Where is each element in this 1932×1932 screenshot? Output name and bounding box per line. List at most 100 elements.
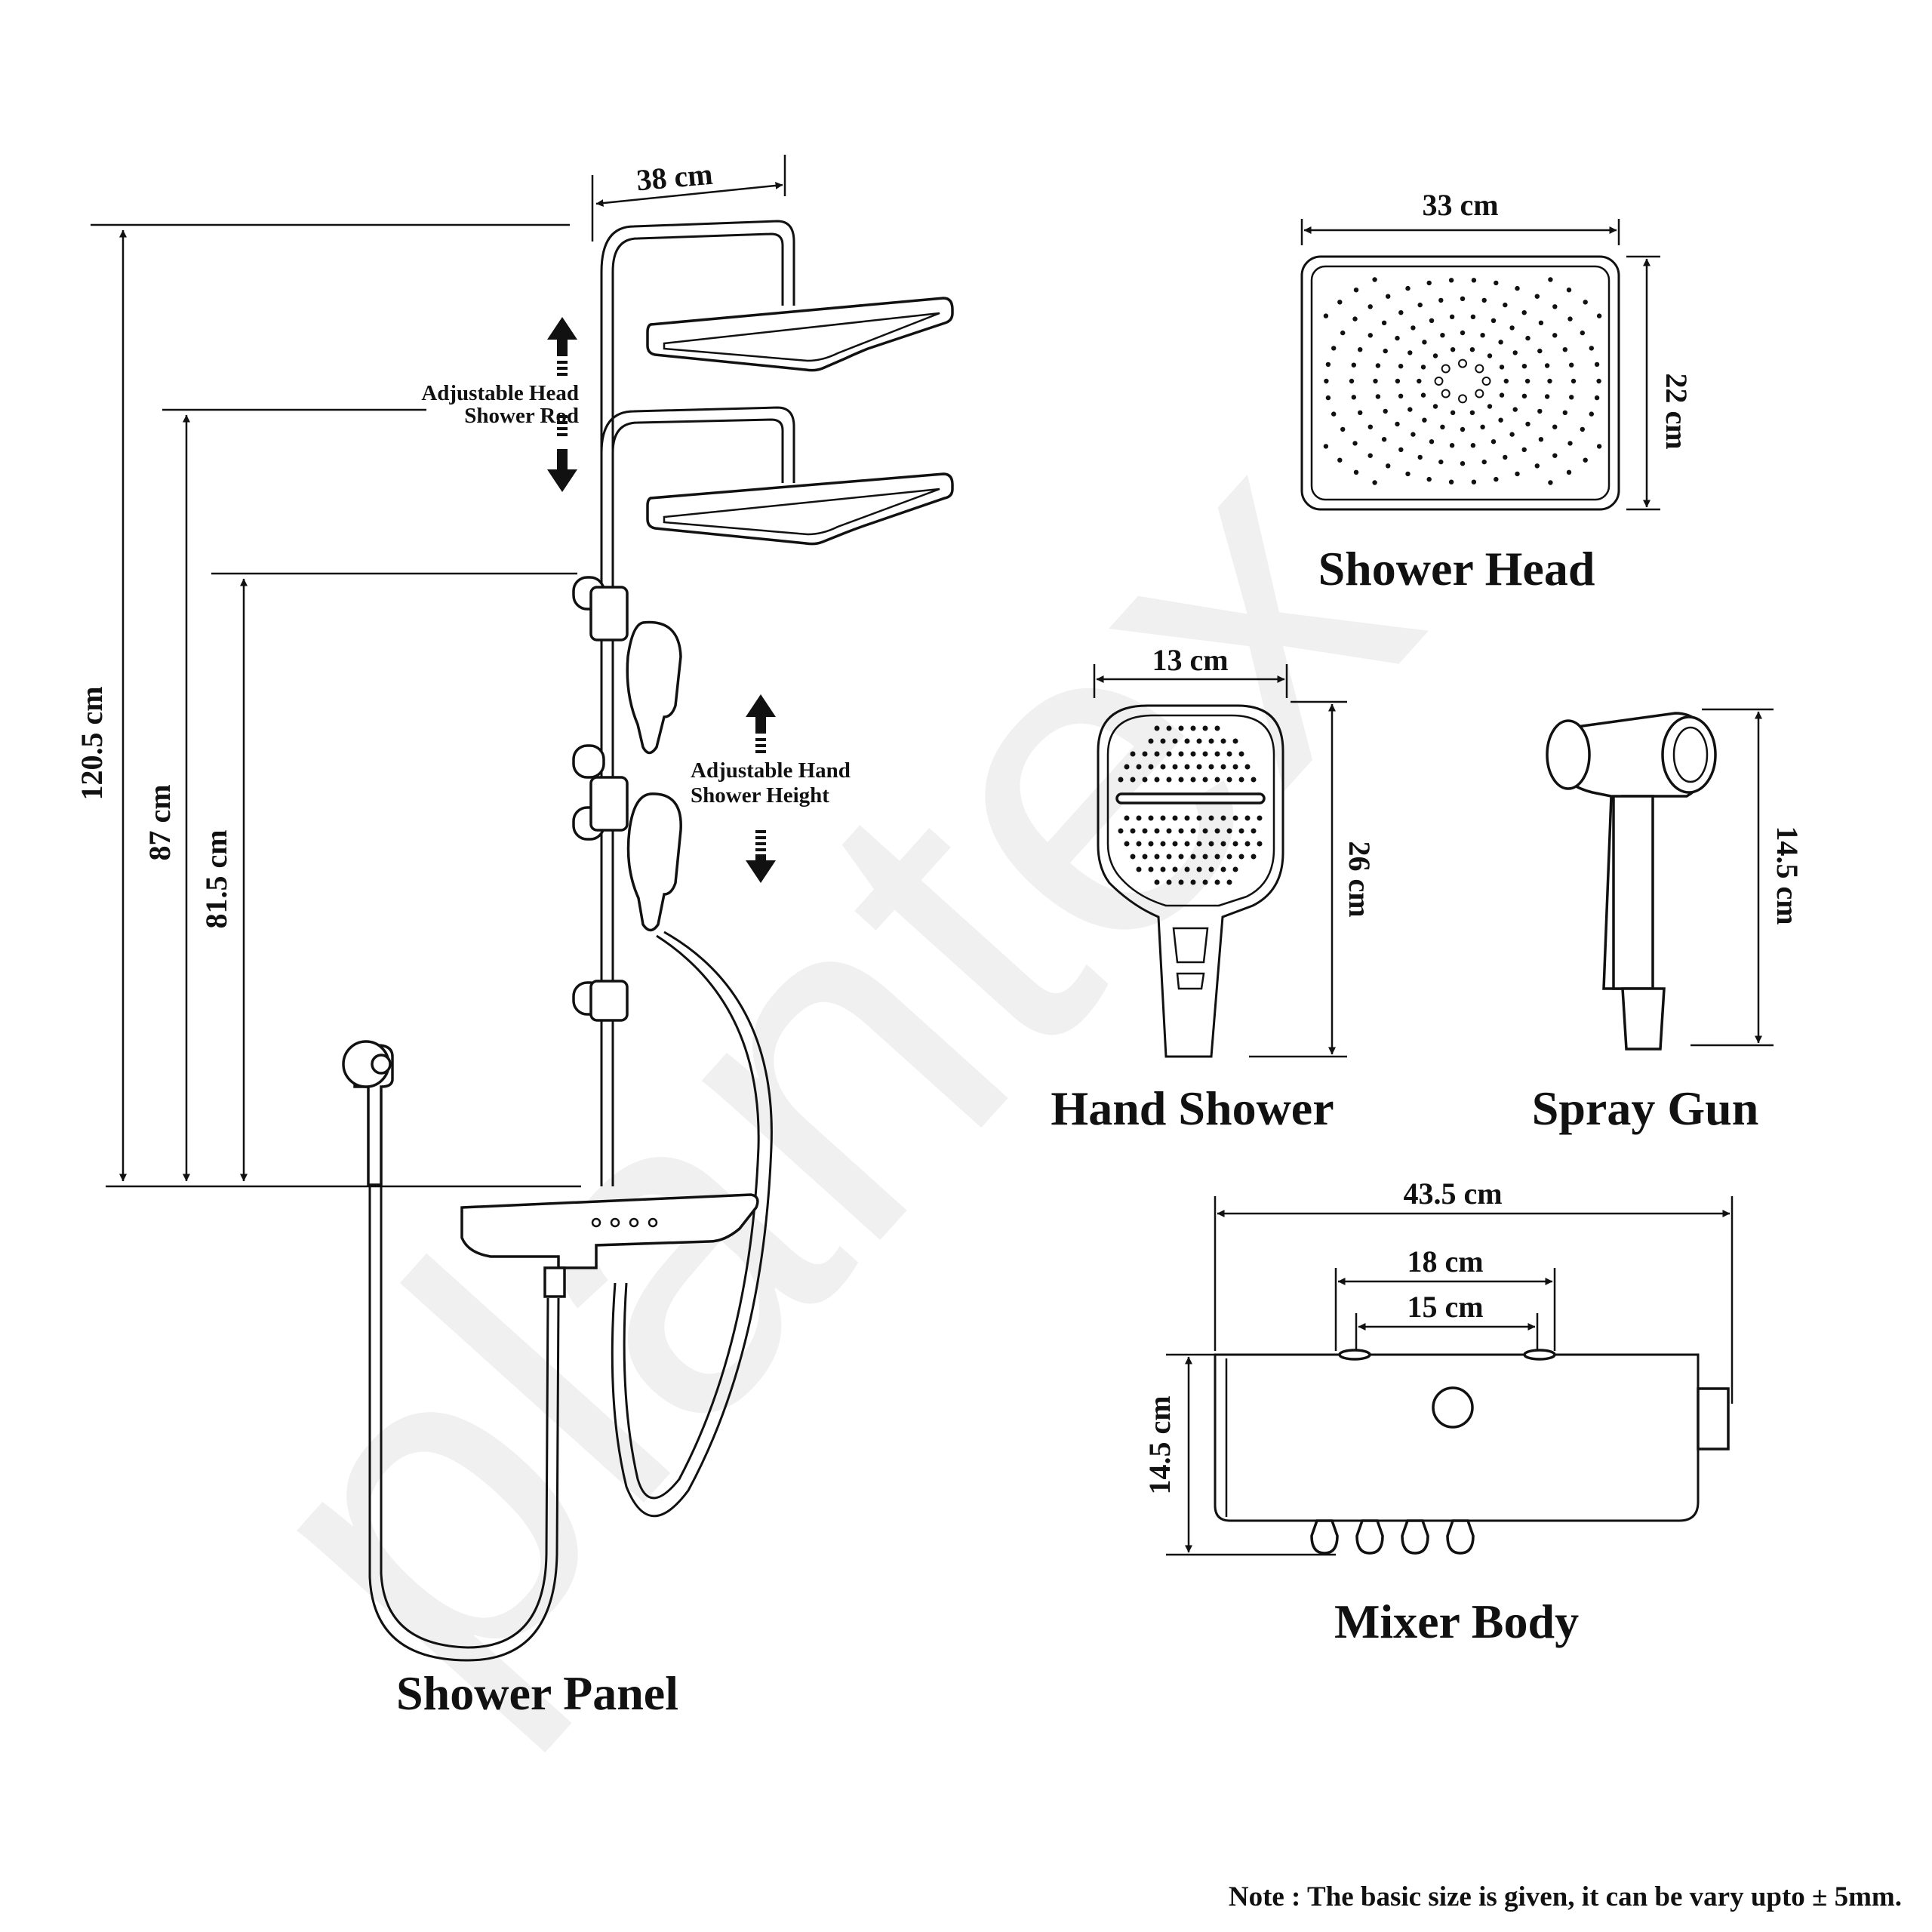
nozzle-dot <box>1552 304 1558 309</box>
nozzle-dot <box>1420 392 1426 398</box>
shower-head-width-label: 33 cm <box>1422 188 1498 222</box>
nozzle-dot <box>1395 378 1401 384</box>
panel-low-height-label: 81.5 cm <box>199 829 233 928</box>
nozzle-dot <box>1251 777 1257 783</box>
nozzle-dot <box>1154 777 1160 783</box>
nozzle-dot <box>1417 302 1423 308</box>
nozzle-dot <box>1422 417 1427 423</box>
nozzle-dot <box>1566 288 1572 293</box>
nozzle-dot <box>1172 764 1178 770</box>
nozzle-dot <box>1208 841 1214 847</box>
nozzle-dot <box>1214 879 1220 885</box>
nozzle-dot <box>1214 725 1220 731</box>
nozzle-dot <box>1238 854 1244 860</box>
head-rod-note-line1: Adjustable Head <box>421 381 579 405</box>
nozzle-dot <box>1407 407 1413 412</box>
nozzle-dot <box>1154 879 1160 885</box>
nozzle-dot <box>1440 333 1445 338</box>
nozzle-dot <box>1178 725 1184 731</box>
nozzle-dot <box>1367 424 1374 429</box>
nozzle-dot <box>1525 335 1531 341</box>
nozzle-dot <box>1184 764 1190 770</box>
nozzle-dot <box>1544 363 1550 368</box>
nozzle-dot <box>1521 393 1527 398</box>
nozzle-dot <box>1460 330 1466 336</box>
nozzle-dot <box>1450 410 1456 415</box>
nozzle-dot <box>1172 738 1178 744</box>
nozzle-dot <box>1184 738 1190 744</box>
nozzle-dot <box>1487 404 1493 409</box>
nozzle-dot <box>1534 463 1540 469</box>
nozzle-dot <box>1438 297 1444 303</box>
nozzle-dot <box>1450 347 1456 352</box>
nozzle-dot <box>1538 320 1544 325</box>
nozzle-dot <box>1552 333 1558 338</box>
nozzle-dot <box>1184 866 1190 872</box>
nozzle-dot <box>1537 348 1543 354</box>
nozzle-dot <box>1448 278 1454 283</box>
nozzle-dot <box>1142 777 1148 783</box>
nozzle-dot <box>1429 318 1435 323</box>
nozzle-dot <box>1367 304 1373 309</box>
nozzle-dot <box>1124 815 1130 821</box>
nozzle-dot <box>1596 444 1602 449</box>
nozzle-dot <box>1358 410 1363 415</box>
nozzle-dot <box>1214 854 1220 860</box>
nozzle-dot <box>1375 363 1381 368</box>
hand-shower-width-label: 13 cm <box>1152 643 1228 677</box>
nozzle-dot <box>1499 365 1505 370</box>
nozzle-dot <box>1124 841 1130 847</box>
mixer-width-label: 43.5 cm <box>1403 1177 1502 1211</box>
nozzle-dot <box>1481 297 1487 303</box>
shower-head: 33 cm 22 cm Shower Head <box>1300 188 1694 595</box>
nozzle-dot <box>1475 364 1484 374</box>
shower-head-height-label: 22 cm <box>1660 373 1694 449</box>
nozzle-dot <box>1160 738 1166 744</box>
nozzle-dot <box>1166 725 1172 731</box>
nozzle-dot <box>1548 480 1553 485</box>
panel-width-label: 38 cm <box>635 157 715 198</box>
nozzle-dot <box>1567 441 1573 446</box>
nozzle-dot <box>1118 828 1124 834</box>
nozzle-dot <box>1190 725 1196 731</box>
nozzle-dot <box>1395 335 1400 341</box>
nozzle-dot <box>1534 294 1540 299</box>
nozzle-dot <box>1178 828 1184 834</box>
nozzle-dot <box>1166 879 1172 885</box>
nozzle-dot <box>1407 350 1413 355</box>
shower-head-nozzles <box>1323 277 1602 485</box>
nozzle-dot <box>1544 394 1550 399</box>
nozzle-dot <box>1190 854 1196 860</box>
nozzle-dot <box>1562 410 1567 415</box>
nozzle-dot <box>1232 738 1238 744</box>
nozzle-dot <box>1481 377 1491 386</box>
shower-head-title: Shower Head <box>1318 542 1595 595</box>
nozzle-dot <box>1154 751 1160 757</box>
nozzle-dot <box>1178 854 1184 860</box>
nozzle-dot <box>1190 751 1196 757</box>
nozzle-dot <box>1498 417 1503 423</box>
nozzle-dot <box>1398 310 1404 315</box>
nozzle-dot <box>1142 751 1148 757</box>
nozzle-dot <box>1118 777 1124 783</box>
nozzle-dot <box>1136 815 1142 821</box>
nozzle-dot <box>1470 314 1476 319</box>
nozzle-dot <box>1460 296 1466 301</box>
nozzle-dot <box>1166 854 1172 860</box>
nozzle-dot <box>1367 453 1373 458</box>
nozzle-dot <box>1583 300 1588 305</box>
nozzle-dot <box>1594 361 1600 368</box>
tolerance-note: Note : The basic size is given, it can b… <box>1229 1881 1902 1912</box>
nozzle-dot <box>1238 751 1244 757</box>
nozzle-dot <box>1512 407 1518 412</box>
nozzle-dot <box>1509 432 1515 437</box>
nozzle-dot <box>1372 277 1377 282</box>
nozzle-dot <box>1331 346 1337 351</box>
nozzle-dot <box>1487 353 1493 358</box>
nozzle-dot <box>1426 280 1432 286</box>
nozzle-dot <box>1337 457 1343 463</box>
nozzle-dot <box>1196 841 1202 847</box>
nozzle-dot <box>1244 764 1251 770</box>
nozzle-dot <box>1538 437 1544 442</box>
